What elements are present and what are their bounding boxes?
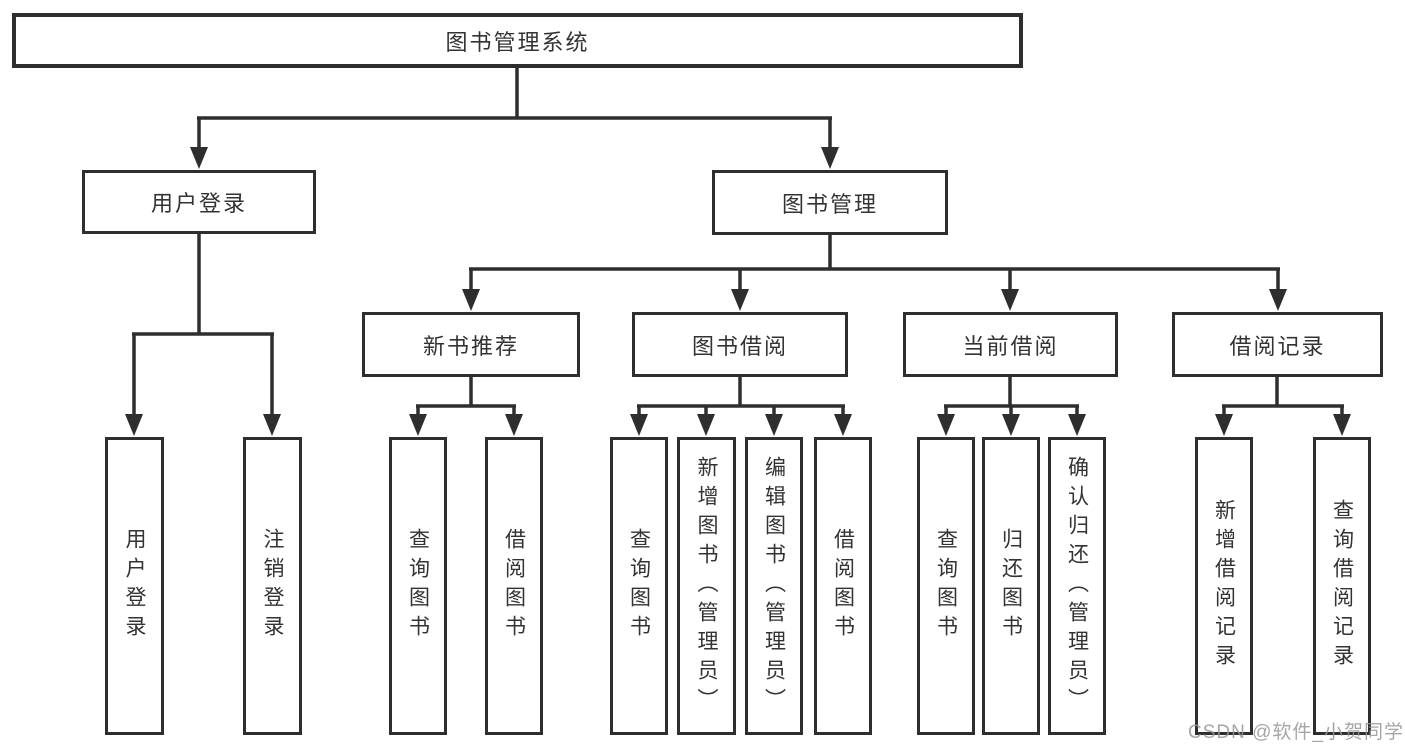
- node-user-login: 用户登录: [82, 170, 316, 234]
- node-label: 用户登录: [150, 191, 247, 216]
- node-label: 借阅记录: [1229, 333, 1326, 359]
- node-label: 新增借阅记录: [1212, 499, 1236, 673]
- node-book-borrowing: 图书借阅: [632, 312, 848, 377]
- leaf-search-borrow-record: 查询借阅记录: [1313, 437, 1371, 735]
- node-label: 图书借阅: [691, 333, 788, 359]
- node-label: 借阅图书: [502, 528, 526, 644]
- node-current-borrowing: 当前借阅: [903, 312, 1118, 377]
- node-label: 借阅图书: [831, 528, 855, 644]
- node-label: 当前借阅: [962, 333, 1059, 359]
- node-label: 编辑图书（管理员）: [762, 455, 786, 717]
- node-label: 查询借阅记录: [1330, 499, 1354, 673]
- leaf-logout-login: 注销登录: [243, 437, 302, 735]
- node-book-management: 图书管理: [712, 170, 948, 235]
- leaf-add-borrow-record: 新增借阅记录: [1195, 437, 1253, 735]
- node-label: 查询图书: [627, 528, 651, 644]
- node-label: 图书管理系统: [445, 29, 590, 55]
- leaf-search-books-borrowing: 查询图书: [610, 437, 668, 735]
- leaf-borrow-books-borrowing: 借阅图书: [814, 437, 872, 735]
- leaf-edit-book-admin: 编辑图书（管理员）: [745, 437, 803, 735]
- leaf-search-books-recommend: 查询图书: [389, 437, 447, 735]
- leaf-confirm-return-admin: 确认归还（管理员）: [1048, 437, 1106, 735]
- leaf-add-book-admin: 新增图书（管理员）: [677, 437, 736, 735]
- node-label: 图书管理: [781, 191, 878, 217]
- node-label: 归还图书: [999, 528, 1023, 644]
- leaf-search-books-current: 查询图书: [917, 437, 975, 735]
- watermark: CSDN @软件_小贺同学: [1188, 722, 1404, 743]
- node-label: 查询图书: [406, 528, 430, 644]
- leaf-return-book: 归还图书: [982, 437, 1040, 735]
- node-library-system: 图书管理系统: [12, 13, 1023, 68]
- node-borrowing-records: 借阅记录: [1172, 312, 1383, 377]
- leaf-user-login: 用户登录: [105, 437, 164, 735]
- node-label: 确认归还（管理员）: [1065, 455, 1089, 717]
- node-label: 用户登录: [123, 528, 146, 644]
- node-label: 注销登录: [261, 528, 284, 644]
- node-new-book-recommendation: 新书推荐: [362, 312, 580, 377]
- leaf-borrow-books-recommend: 借阅图书: [485, 437, 543, 735]
- node-label: 新增图书（管理员）: [695, 455, 718, 717]
- node-label: 查询图书: [934, 528, 958, 644]
- node-label: 新书推荐: [422, 333, 519, 359]
